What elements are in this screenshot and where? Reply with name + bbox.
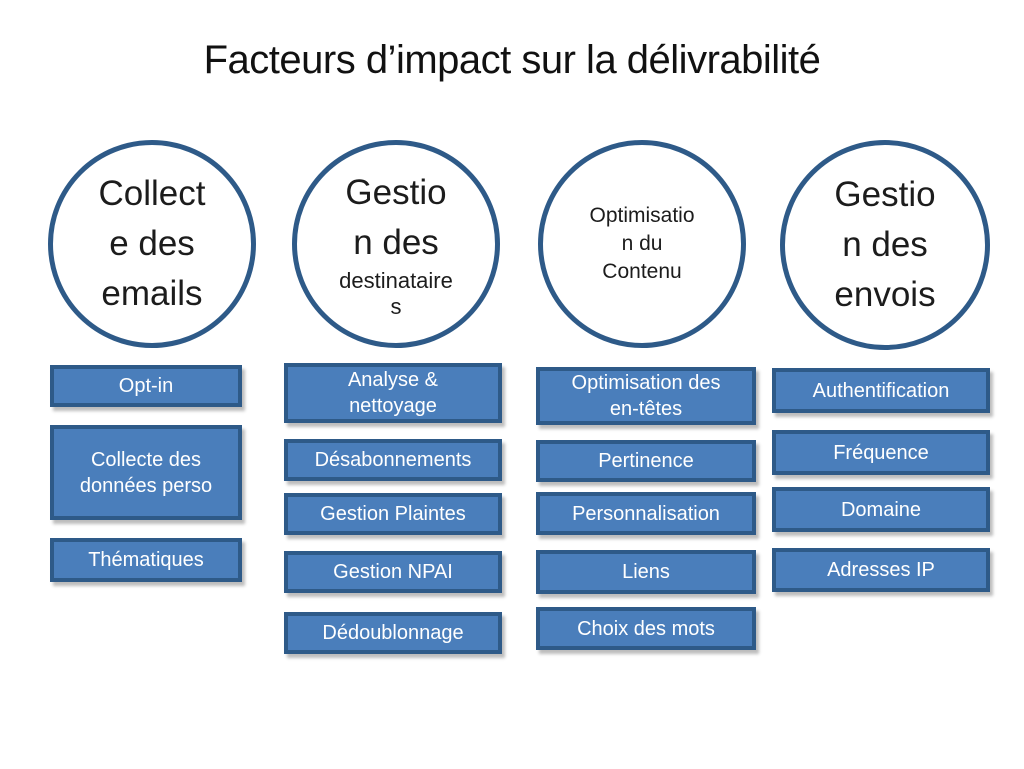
box-pertinence: Pertinence <box>536 440 756 482</box>
circle-gestion-destinataires: Gestio n des destinataire s <box>292 140 500 348</box>
box-label: Collecte des données perso <box>79 448 213 497</box>
circle-optimisation-contenu: Optimisatio n du Contenu <box>538 140 746 348</box>
box-opt-in: Opt-in <box>50 365 242 407</box>
box-label: Pertinence <box>598 450 694 472</box>
circle-line: Gestio <box>834 175 936 214</box>
box-choix-des-mots: Choix des mots <box>536 607 756 650</box>
circle-line: Collect <box>98 174 206 213</box>
circle-line: emails <box>101 274 203 313</box>
box-dedoublonnage: Dédoublonnage <box>284 612 502 654</box>
circle-line: n du <box>621 232 663 255</box>
box-liens: Liens <box>536 550 756 594</box>
box-gestion-plaintes: Gestion Plaintes <box>284 493 502 535</box>
circle-gestion-envois: Gestio n des envois <box>780 140 990 350</box>
circle-line: n des <box>842 225 928 264</box>
box-personnalisation: Personnalisation <box>536 492 756 535</box>
box-label: Domaine <box>840 498 922 521</box>
box-label: Adresses IP <box>827 559 935 581</box>
box-label: Liens <box>622 561 670 583</box>
box-optimisation-en-tetes: Optimisation des en-têtes <box>536 367 756 425</box>
box-gestion-npai: Gestion NPAI <box>284 551 502 593</box>
box-desabonnements: Désabonnements <box>284 439 502 481</box>
box-thematiques: Thématiques <box>50 538 242 582</box>
box-collecte-donnees-perso: Collecte des données perso <box>50 425 242 520</box>
box-label: Gestion Plaintes <box>320 503 466 525</box>
box-domaine: Domaine <box>772 487 990 532</box>
box-label: Authentification <box>812 379 950 402</box>
box-label: Gestion NPAI <box>333 561 453 583</box>
circle-line: n des <box>353 223 439 262</box>
box-label: Choix des mots <box>577 617 715 640</box>
circle-line: destinataire <box>339 268 453 293</box>
box-label: Opt-in <box>118 375 174 397</box>
box-label: Thématiques <box>88 549 204 571</box>
circle-line: e des <box>109 224 195 263</box>
circle-line: Optimisatio <box>589 204 695 227</box>
box-label: Optimisation des en-têtes <box>571 372 721 420</box>
circle-line: envois <box>834 275 936 314</box>
slide-title: Facteurs d’impact sur la délivrabilité <box>203 38 821 82</box>
box-analyse-nettoyage: Analyse & nettoyage <box>284 363 502 423</box>
box-authentification: Authentification <box>772 368 990 413</box>
box-frequence: Fréquence <box>772 430 990 475</box>
circle-line: Gestio <box>345 173 447 212</box>
box-label: Dédoublonnage <box>322 622 464 644</box>
circle-line: s <box>390 294 402 319</box>
box-label: Désabonnements <box>314 449 472 471</box>
circle-collecte-emails: Collect e des emails <box>48 140 256 348</box>
circle-line: Contenu <box>602 260 682 283</box>
box-adresses-ip: Adresses IP <box>772 548 990 592</box>
box-label: Fréquence <box>833 441 929 464</box>
box-label: Analyse & nettoyage <box>347 369 439 417</box>
box-label: Personnalisation <box>572 502 720 525</box>
